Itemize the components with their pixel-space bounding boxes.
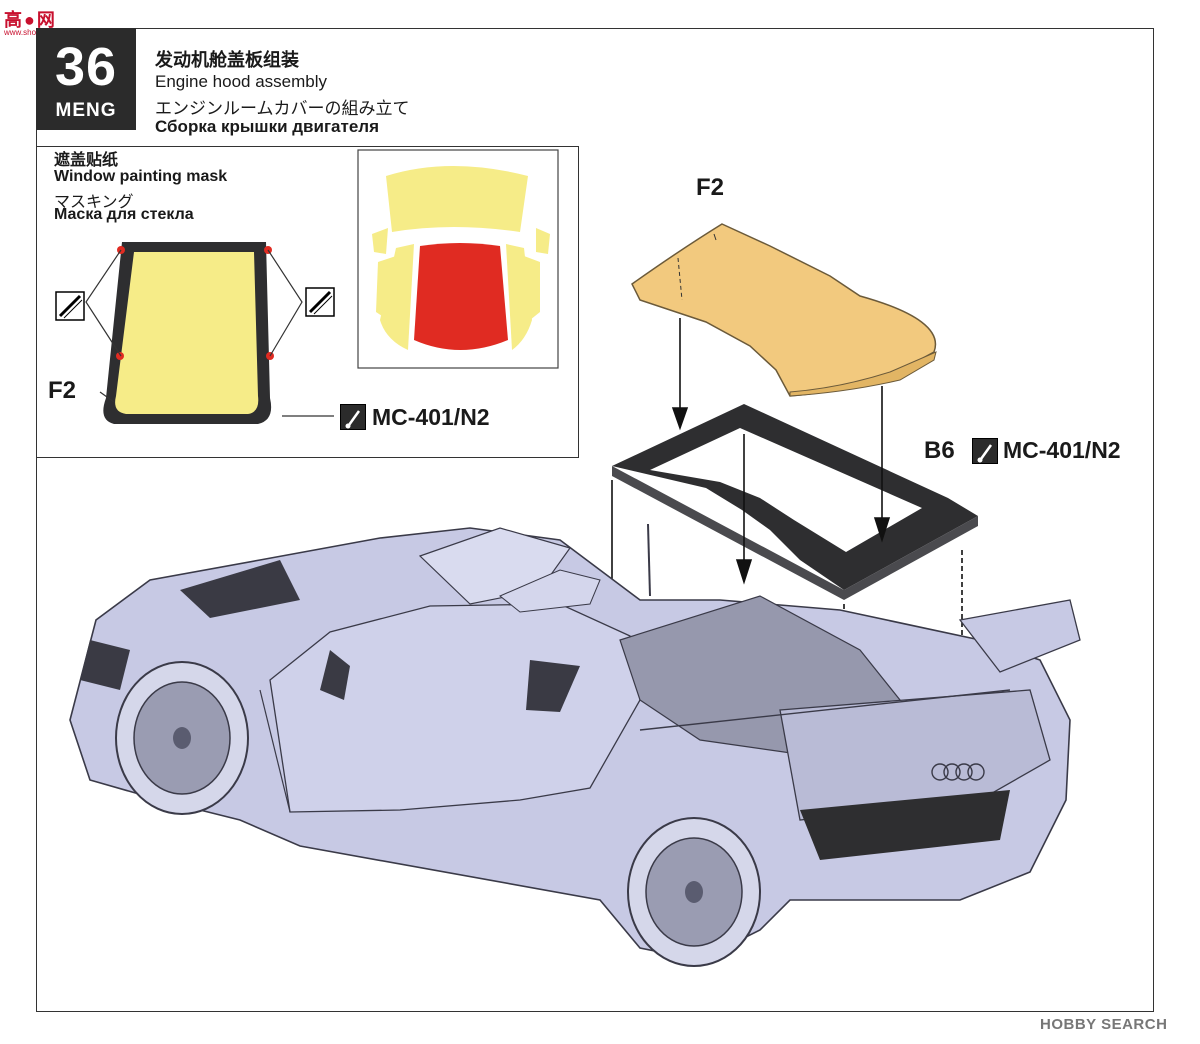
car-body [69,523,1081,961]
page-frame [36,28,1154,1012]
rear-wheel [627,817,761,967]
mask-title-english: Window painting mask [54,168,228,185]
paintbrush-icon [972,438,998,464]
title-japanese: エンジンルームカバーの組み立て [155,99,410,118]
paintbrush-icon [340,404,366,430]
part-label-f2: F2 [696,174,725,201]
mask-sheet [357,149,559,369]
title-russian: Сборка крышки двигателя [155,117,379,136]
mask-window-part [85,242,334,424]
part-label-b6: B6 [924,437,955,464]
watermark-hobby-search: HOBBY SEARCH [1040,1016,1168,1033]
front-wheel [115,661,249,815]
step-number: 36 [54,37,118,97]
brand-logo: MENG [55,100,117,121]
engine-frame-b6 [612,404,978,600]
mask-title-japanese: マスキング [54,194,134,211]
paint-code-mask: MC-401/N2 [372,404,490,430]
mask-title-russian: Маска для стекла [54,206,194,223]
paint-code-frame: MC-401/N2 [1003,437,1121,463]
step-badge: 36 MENG [36,28,136,130]
title-english: Engine hood assembly [155,72,328,91]
mask-panel [36,146,579,458]
engine-cover-panel-f2 [631,223,937,397]
watermark-logo: 高●网 [4,10,57,30]
mask-title-chinese: 遮盖贴纸 [54,152,119,169]
hatched-clear-part-icon [305,287,335,317]
title-chinese: 发动机舱盖板组装 [155,50,299,70]
hatched-clear-part-icon [55,291,85,321]
part-label-f2-mask: F2 [48,377,77,404]
